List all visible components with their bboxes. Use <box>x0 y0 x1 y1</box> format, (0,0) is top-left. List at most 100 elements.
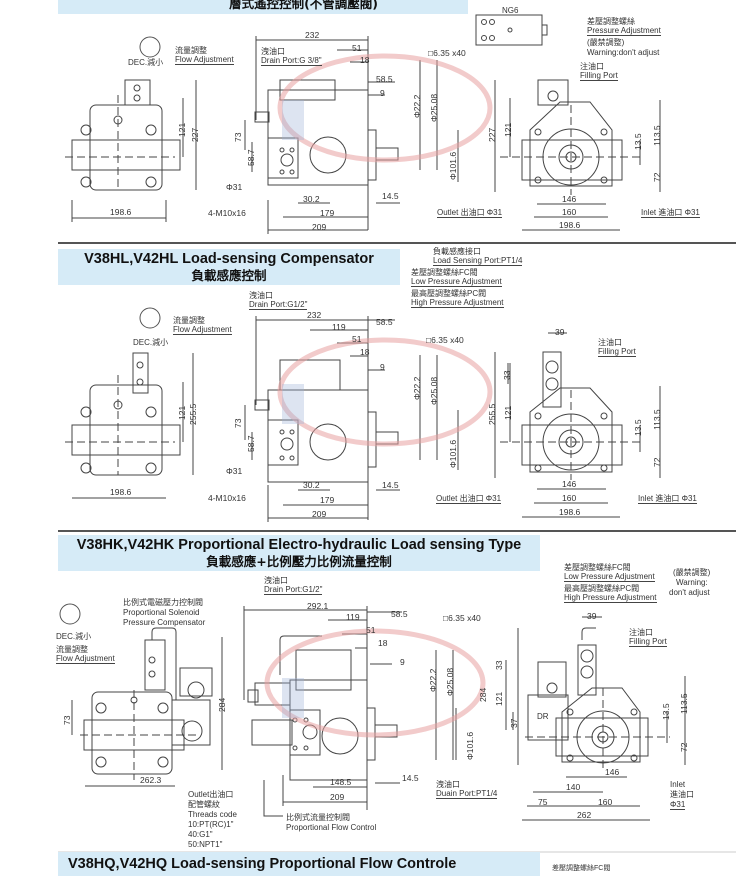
drain-en: Drain Port:G1/2" <box>249 300 308 310</box>
rear-dim-121: 121 <box>494 691 504 706</box>
front-view-hl <box>65 307 194 499</box>
rear-dim-113-5: 113.5 <box>679 693 689 714</box>
rear-callout-2-zh: (嚴禁調整) <box>587 38 625 47</box>
rear-callout-4-en: Filling Port <box>598 347 636 357</box>
side-view-hl <box>244 316 459 522</box>
flow-adj-zh: 流量調整 <box>56 645 88 654</box>
drain2-zh: 洩油口 <box>436 780 460 789</box>
drain-zh: 洩油口 <box>264 576 288 585</box>
ng6-block <box>475 14 548 46</box>
rear-callout-1-zh: 差壓調整螺絲FC閥 <box>564 563 631 572</box>
rear-callout-3-zh: 注油口 <box>629 628 653 637</box>
hq-partial-callout: 差壓調整螺絲FC閥 <box>552 865 611 872</box>
dec-label: DEC.減小 <box>133 338 169 347</box>
dim-209: 209 <box>312 509 327 519</box>
rear-dim-121: 121 <box>503 122 513 137</box>
rear-dim-37: 37 <box>509 718 519 728</box>
dim-209: 209 <box>330 792 345 802</box>
dim-18: 18 <box>360 55 370 65</box>
dim-h2: 255.5 <box>188 403 198 425</box>
shaft-phi22: Φ22.2 <box>428 668 438 692</box>
dim-overall: 232 <box>307 310 322 320</box>
dim-73: 73 <box>233 132 243 142</box>
rear-callout-3-en: Filling Port <box>629 637 667 647</box>
rear-dim-75: 75 <box>538 797 548 807</box>
dim-9: 9 <box>400 657 405 667</box>
dim-148-5: 148.5 <box>330 777 352 787</box>
shaft-key: □6.35 x40 <box>428 48 466 58</box>
shaft-phi22: Φ22.2 <box>412 376 422 400</box>
shaft-phi22: Φ22.2 <box>412 94 422 118</box>
dim-58-7: 58.7 <box>246 149 256 166</box>
dim-58-5: 58.5 <box>391 609 408 619</box>
drain-en: Drain Port:G 3/8" <box>261 56 322 66</box>
rear-dim-33: 33 <box>502 370 512 380</box>
section-title-zh: 層式遙控控制(不管調壓閥) <box>229 0 378 11</box>
rear-dim-198-6: 198.6 <box>559 220 581 230</box>
dim-width: 262.3 <box>140 775 162 785</box>
shaft-key-len: x40 <box>452 48 466 58</box>
dim-51: 51 <box>352 43 362 53</box>
shaft-phi101: Φ101.6 <box>448 151 458 180</box>
section-header-hq: V38HQ,V42HQ Load-sensing Proportional Fl… <box>58 852 540 876</box>
dim-overall: 232 <box>305 30 320 40</box>
dec-label: DEC.減小 <box>56 632 92 641</box>
dim-284: 284 <box>217 697 227 712</box>
inlet-label: Inlet 進油口 Φ31 <box>638 494 697 504</box>
rear-callout-2-en: High Pressure Adjustment <box>564 593 657 603</box>
outlet-label: Outlet 出油口 Φ31 <box>436 494 502 504</box>
rear-callout-2-en: Low Pressure Adjustment <box>411 277 502 287</box>
rear-dim-160: 160 <box>598 797 613 807</box>
solenoid-en-1: Proportional Solenoid <box>123 608 200 617</box>
drain-zh: 洩油口 <box>261 47 285 56</box>
rear-callout-3-zh: 注油口 <box>580 62 604 71</box>
rear-dim-227: 227 <box>487 127 497 142</box>
flow-adj-zh: 流量調整 <box>173 316 205 325</box>
rear-dim-121: 121 <box>503 405 513 420</box>
rear-dim-113-5: 113.5 <box>652 125 662 146</box>
dim-119: 119 <box>332 322 346 332</box>
warning-zh: (嚴禁調整) <box>673 568 711 577</box>
dim-9: 9 <box>380 362 385 372</box>
outlet-line-1: Outlet出油口 <box>188 790 234 799</box>
rear-dim-13-5: 13.5 <box>633 419 643 436</box>
outlet-line-2: 配管螺紋 <box>188 800 220 809</box>
shaft-key-len: x40 <box>450 335 464 345</box>
outlet-line-6: 50:NPT1" <box>188 840 223 849</box>
solenoid-en-2: Pressure Compensator <box>123 618 206 627</box>
section-title-en: V38HL,V42HL Load-sensing Compensator <box>84 251 374 267</box>
shaft-phi101: Φ101.6 <box>448 439 458 468</box>
shaft-key-len: x40 <box>467 613 481 623</box>
inlet-line-2: 進油口 <box>670 790 694 799</box>
section-header-hl: V38HL,V42HL Load-sensing Compensator 負載感… <box>58 249 400 285</box>
rear-dim-160: 160 <box>562 207 577 217</box>
shaft-phi25: Φ25.08 <box>429 376 439 405</box>
dr-label: DR <box>537 712 549 721</box>
rear-callout-1-en: Low Pressure Adjustment <box>564 572 655 582</box>
dim-51: 51 <box>366 625 376 635</box>
rear-dim-13-5: 13.5 <box>661 703 671 720</box>
dim-18: 18 <box>378 638 388 648</box>
flow-adj-en: Flow Adjustment <box>173 325 232 335</box>
dim-bolts: 4-M10x16 <box>208 493 246 503</box>
shaft-key: □6.35 x40 <box>443 613 481 623</box>
rear-callout-2-zh: 差壓調整螺絲FC閥 <box>411 268 478 277</box>
outlet-label: Outlet 出油口 Φ31 <box>437 208 503 218</box>
rear-callout-1-zh: 差壓調整螺絲 <box>587 17 635 26</box>
rear-dim-146: 146 <box>605 767 620 777</box>
rear-callout-1-zh: 負載感應接口 <box>433 247 481 256</box>
rear-dim-39: 39 <box>555 327 565 337</box>
dec-label: DEC.減小 <box>128 58 164 67</box>
solenoid-zh: 比例式電磁壓力控制閥 <box>123 598 203 607</box>
dim-phi31: Φ31 <box>226 182 243 192</box>
flow-ctrl-en: Proportional Flow Control <box>286 823 377 832</box>
shaft-key-size: □6.35 <box>426 335 448 345</box>
drain2-en: Duain Port:PT1/4 <box>436 789 498 799</box>
section-header-hk: V38HK,V42HK Proportional Electro-hydraul… <box>58 535 540 571</box>
rear-dim-72: 72 <box>652 457 662 467</box>
rear-callout-1-en: Pressure Adjustment <box>587 26 661 36</box>
outlet-line-3: Threads code <box>188 810 237 819</box>
rear-dim-146: 146 <box>562 479 577 489</box>
dim-overall: 292.1 <box>307 601 329 611</box>
